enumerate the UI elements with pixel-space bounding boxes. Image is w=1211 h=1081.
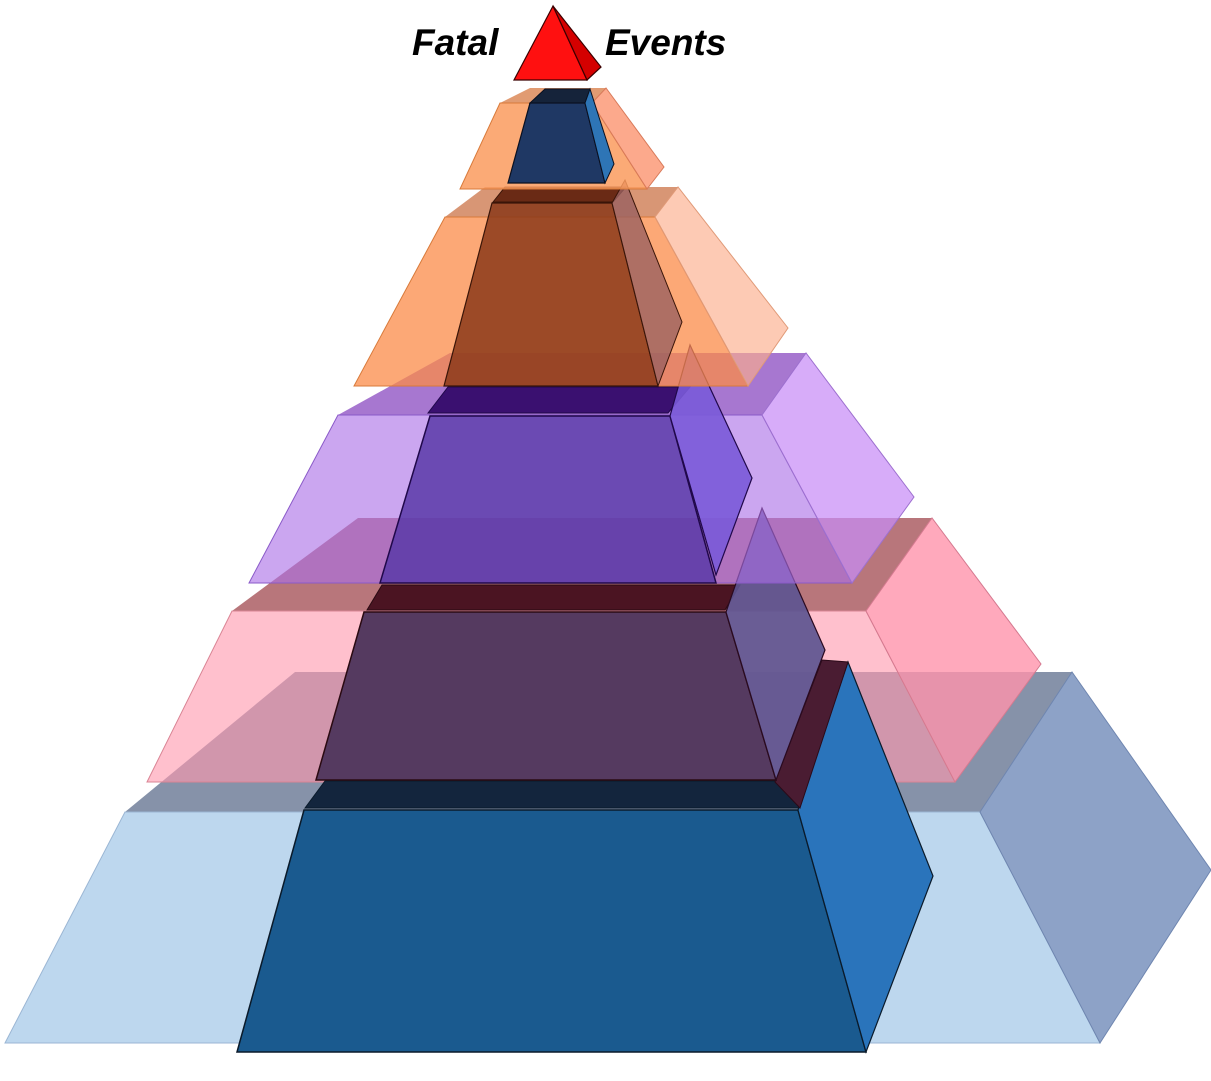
- tier-base-inner: [236, 659, 934, 1054]
- tier-top-inner: [507, 87, 615, 185]
- label-events: Events: [605, 22, 727, 63]
- tier-orange-inner: [443, 178, 683, 388]
- red-triangle-pyramid-icon: [513, 4, 602, 82]
- tier-purple-inner: [378, 343, 753, 584]
- label-fatal: Fatal: [412, 22, 499, 63]
